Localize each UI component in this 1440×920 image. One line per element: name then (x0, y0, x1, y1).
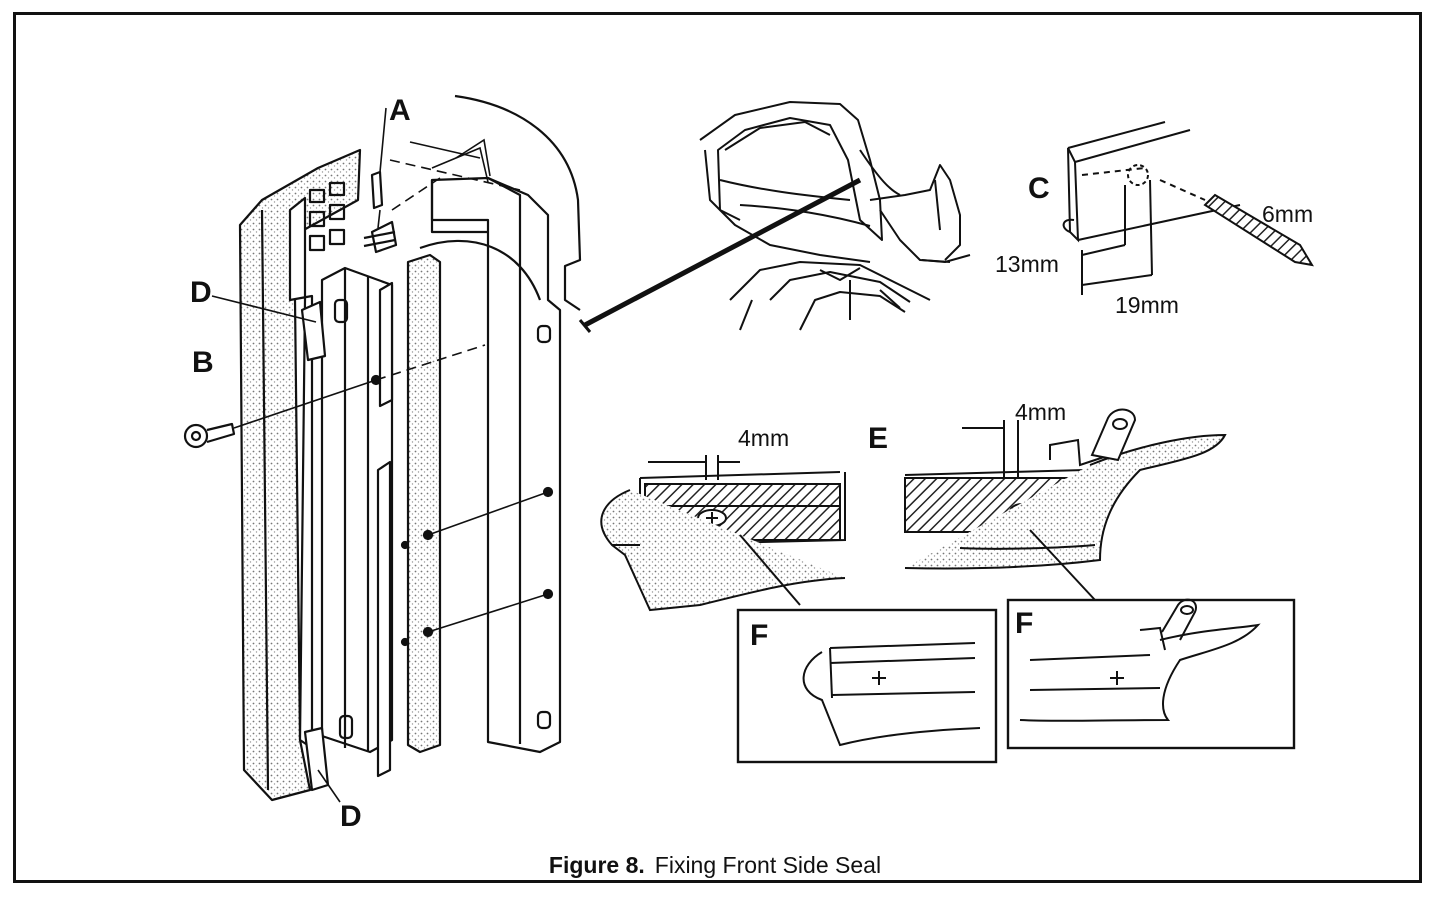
label-b: B (192, 346, 214, 379)
label-a: A (389, 94, 411, 127)
dim-gap-right-4mm: 4mm (1015, 399, 1066, 425)
clip-a (370, 170, 384, 210)
label-e: E (868, 422, 888, 455)
section-left (600, 455, 846, 612)
drill-detail (1062, 121, 1314, 295)
dim-13mm: 13mm (995, 251, 1059, 277)
label-d-lower: D (340, 800, 362, 833)
caption-title: Fixing Front Side Seal (654, 852, 882, 878)
caption-number: Figure 8. (548, 852, 645, 878)
inner-seal (406, 253, 442, 754)
assembly-leaders (211, 107, 549, 803)
seal-vents (308, 181, 346, 252)
clip-d-upper (300, 300, 327, 362)
inset-left (736, 608, 998, 764)
label-d-upper: D (190, 276, 212, 309)
door-frame-curve (454, 94, 582, 311)
inner-strip (378, 281, 394, 408)
dimension-labels: 6mm 13mm 19mm 4mm 4mm (738, 201, 1313, 451)
pillar-assembly (183, 94, 582, 802)
label-f-right: F (1015, 607, 1033, 640)
dim-gap-left-4mm: 4mm (738, 425, 789, 451)
drill-bit-icon (1203, 193, 1314, 267)
figure-frame (13, 12, 1422, 883)
figure-caption: Figure 8. Fixing Front Side Seal (0, 852, 1430, 879)
screw-b (183, 422, 236, 449)
pointer-line (583, 177, 862, 328)
label-c: C (1028, 172, 1050, 205)
label-f-left: F (750, 619, 768, 652)
callout-labels: A B C D D E F F (190, 94, 1050, 833)
car-view (699, 101, 971, 331)
section-right (904, 408, 1227, 601)
pillar-body (430, 176, 562, 754)
dim-drill-6mm: 6mm (1262, 201, 1313, 227)
inset-right (1006, 598, 1296, 750)
dim-19mm: 19mm (1115, 292, 1179, 318)
